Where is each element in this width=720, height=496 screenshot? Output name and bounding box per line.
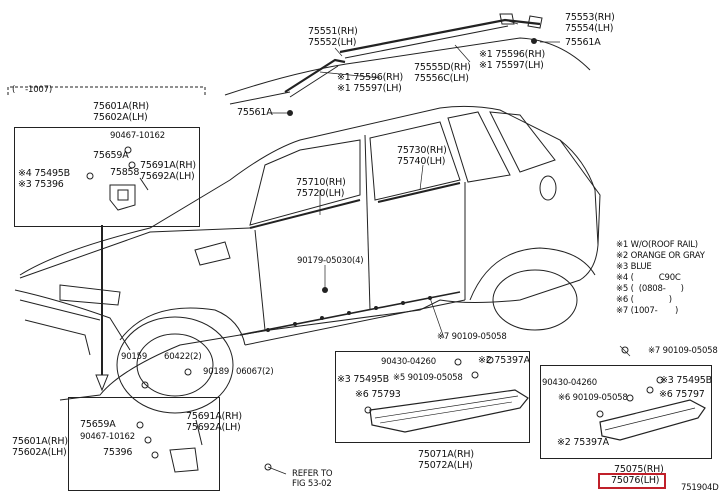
part-75072a-lh[interactable]: 75072A(LH) [418,460,473,471]
part-75710-rh[interactable]: 75710(RH) [296,177,346,188]
part-75076-lh[interactable]: 75076(LH) [611,475,660,486]
part-75495b[interactable]: ※4 75495B [18,168,70,179]
part-75396-lower[interactable]: 75396 [103,447,133,458]
part-75561a-roof[interactable]: 75561A [237,107,273,118]
legend-line: ※5 ( (0808- ) [616,284,684,294]
part-60422[interactable]: 60422(2) [164,352,202,362]
part-90109-05058-mid7[interactable]: ※7 90109-05058 [437,332,507,342]
part-90467-10162[interactable]: 90467-10162 [110,131,165,141]
refer-fig-link[interactable]: FIG 53-02 [292,479,332,489]
legend-line: ※2 ORANGE OR GRAY [616,251,705,261]
legend-line: ※3 BLUE [616,262,652,272]
refer-to-label: REFER TO [292,469,333,479]
date-range-note: ( -1007) [12,85,52,95]
part-75602a-lower[interactable]: 75602A(LH) [12,447,67,458]
part-75075-rh[interactable]: 75075(RH) [614,464,664,475]
part-06067[interactable]: 06067(2) [236,367,274,377]
part-75551-rh[interactable]: 75551(RH) [308,26,358,37]
part-90430-04260-mid[interactable]: 90430-04260 [381,357,436,367]
inset-box-middle [335,351,530,443]
part-75596-rh-mid[interactable]: ※1 75596(RH) [337,72,404,83]
part-75797[interactable]: ※6 75797 [659,389,705,400]
part-75720-lh[interactable]: 75720(LH) [296,188,345,199]
part-75793[interactable]: ※6 75793 [355,389,401,400]
part-75730-rh[interactable]: 75730(RH) [397,145,447,156]
part-75692a-lower[interactable]: 75692A(LH) [186,422,241,433]
part-75397a-right[interactable]: ※2 75397A [557,437,609,448]
legend-line: ※7 (1007- ) [616,306,679,316]
part-75495b-right[interactable]: ※3 75495B [660,375,712,386]
inset-box-upper [14,127,200,227]
figure-code: 751904D [681,483,719,493]
part-75071a-rh[interactable]: 75071A(RH) [418,449,474,460]
part-90467-10162-lower[interactable]: 90467-10162 [80,432,135,442]
part-90109-05058-mid5[interactable]: ※5 90109-05058 [393,373,463,383]
part-75552-lh[interactable]: 75552(LH) [308,37,357,48]
part-75659a[interactable]: 75659A [93,150,129,161]
part-75553-rh[interactable]: 75553(RH) [565,12,615,23]
part-75740-lh[interactable]: 75740(LH) [397,156,446,167]
part-75495b-mid[interactable]: ※3 75495B [337,374,389,385]
part-75556c[interactable]: 75556C(LH) [414,73,469,84]
part-75691a[interactable]: 75691A(RH) [140,160,196,171]
part-75554-lh[interactable]: 75554(LH) [565,23,614,34]
part-75659a-lower[interactable]: 75659A [80,419,116,430]
part-75858[interactable]: 75858 [110,167,140,178]
part-75396[interactable]: ※3 75396 [18,179,64,190]
legend-line: ※1 W/O(ROOF RAIL) [616,240,698,250]
part-90109-05058-right7[interactable]: ※7 90109-05058 [648,346,718,356]
part-90179-05030[interactable]: 90179-05030(4) [297,256,364,266]
part-75602a-lh[interactable]: 75602A(LH) [93,112,148,123]
part-90109-05058-right6[interactable]: ※6 90109-05058 [558,393,628,403]
part-75601a-rh[interactable]: 75601A(RH) [93,101,149,112]
part-75596-rh-top[interactable]: ※1 75596(RH) [479,49,546,60]
footnote-legend: ※1 W/O(ROOF RAIL) ※2 ORANGE OR GRAY ※3 B… [616,240,705,316]
part-75691a-lower[interactable]: 75691A(RH) [186,411,242,422]
part-75561a-top[interactable]: 75561A [565,37,601,48]
part-90430-04260-right[interactable]: 90430-04260 [542,378,597,388]
part-75692a[interactable]: 75692A(LH) [140,171,195,182]
part-90189[interactable]: 90189 [203,367,230,377]
inset-box-right [540,365,712,459]
part-75597-lh-mid[interactable]: ※1 75597(LH) [337,83,402,94]
legend-line: ※4 ( C90C [616,273,681,283]
inset-box-lower [68,397,220,491]
part-90159[interactable]: 90159 [121,352,148,362]
highlight-75076 [598,473,666,489]
part-75597-lh-top[interactable]: ※1 75597(LH) [479,60,544,71]
part-75397a-mid[interactable]: ※2 75397A [478,355,530,366]
legend-line: ※6 ( ) [616,295,672,305]
part-75555d[interactable]: 75555D(RH) [414,62,471,73]
part-75601a-lower[interactable]: 75601A(RH) [12,436,68,447]
